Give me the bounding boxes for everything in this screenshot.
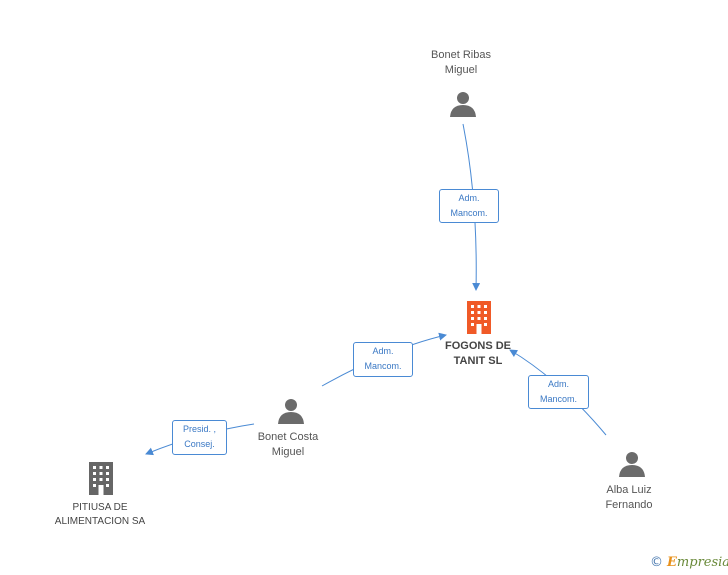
copyright-icon: © (650, 555, 663, 570)
brand-initial: E (667, 555, 677, 570)
node-name-line: FOGONS DE (444, 340, 511, 352)
person-icon[interactable] (618, 450, 646, 478)
node-label-bonet-ribas: Bonet Ribas Miguel (413, 48, 509, 78)
node-name-line: Bonet Costa (257, 431, 319, 443)
building-icon[interactable] (86, 461, 116, 495)
edge-label-line: Mancom. (364, 361, 402, 371)
node-label-bonet-costa: Bonet Costa Miguel (240, 430, 336, 460)
node-name-line: ALIMENTACION SA (54, 516, 146, 527)
person-icon[interactable] (277, 397, 305, 425)
node-name-line: TANIT SL (453, 355, 503, 367)
edge-label-line: Presid. , (182, 424, 216, 434)
node-name-line: Fernando (605, 499, 653, 511)
node-name-line: Miguel (444, 64, 478, 76)
edge-label-line: Consej. (184, 439, 215, 449)
person-icon[interactable] (449, 90, 477, 118)
edge-label-line: Mancom. (539, 394, 577, 404)
edge-label-costa-to-pitiusa[interactable]: Presid. , Consej. (172, 420, 227, 455)
node-name-line: Bonet Ribas (431, 49, 491, 61)
edge-label-alba-to-fogons[interactable]: Adm. Mancom. (528, 375, 589, 409)
edge-label-line: Adm. (458, 193, 480, 203)
node-name-line: Miguel (271, 446, 305, 458)
edge-label-ribas-to-fogons[interactable]: Adm. Mancom. (439, 189, 499, 223)
edge-label-line: Adm. (547, 379, 569, 389)
edge-label-line: Mancom. (450, 208, 488, 218)
empresia-watermark: © Empresia (650, 555, 728, 570)
node-label-pitiusa: PITIUSA DE ALIMENTACION SA (38, 501, 162, 529)
node-label-alba-luiz: Alba Luiz Fernando (581, 483, 677, 513)
node-label-fogons: FOGONS DE TANIT SL (430, 339, 526, 369)
building-icon[interactable] (464, 300, 494, 334)
node-name-line: PITIUSA DE (72, 502, 128, 513)
edge-label-line: Adm. (372, 346, 394, 356)
node-name-line: Alba Luiz (606, 484, 652, 496)
brand-rest: mpresia (676, 555, 728, 570)
edge-label-costa-to-fogons[interactable]: Adm. Mancom. (353, 342, 413, 377)
